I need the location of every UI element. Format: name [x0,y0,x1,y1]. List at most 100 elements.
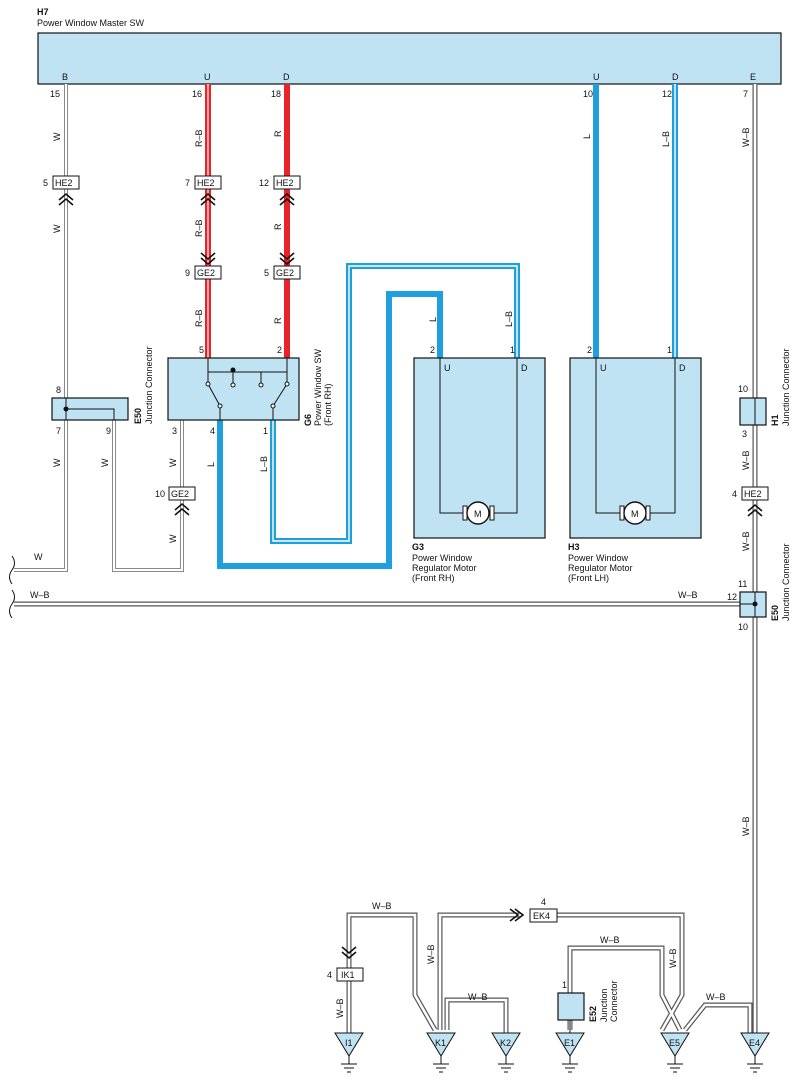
svg-text:E52: E52 [588,1006,598,1022]
svg-text:(Front RH): (Front RH) [323,383,333,426]
connector-ge2-rb: GE2 [197,268,215,278]
switch-g6: 5 2 3 4 1 G6 Power Window SW (Front RH) [167,345,333,436]
svg-text:5: 5 [43,178,48,188]
connector-ge2-r: GE2 [276,268,294,278]
svg-text:R: R [273,223,283,230]
svg-text:W: W [34,552,43,562]
svg-text:Regulator Motor: Regulator Motor [568,563,633,573]
motor-g3: M 2 1 U D G3 Power Window Regulator Moto… [412,345,546,583]
svg-text:G3: G3 [412,542,424,552]
svg-text:Junction Connector: Junction Connector [781,348,791,426]
ground-network [346,912,753,1035]
master-terminal-u1: U [204,72,211,82]
svg-text:2: 2 [277,345,282,355]
svg-text:E4: E4 [749,1038,760,1048]
svg-text:1: 1 [667,345,672,355]
connector-ge2-w: GE2 [171,489,189,499]
svg-text:W–B: W–B [741,450,751,470]
svg-text:W–B: W–B [600,935,620,945]
connector-he2-w: HE2 [55,178,73,188]
svg-text:D: D [679,363,686,373]
svg-text:2: 2 [587,345,592,355]
wire-w-e50-to-edge [14,420,68,572]
wire-break-wb [9,589,15,619]
svg-text:W: W [52,224,62,233]
svg-text:(Front LH): (Front LH) [568,573,609,583]
svg-text:Power Window SW: Power Window SW [313,348,323,426]
svg-text:10: 10 [738,384,748,394]
svg-text:4: 4 [327,970,332,980]
svg-text:W–B: W–B [30,590,50,600]
svg-text:12: 12 [259,178,269,188]
pin-15: 15 [50,89,60,99]
svg-text:H3: H3 [568,542,580,552]
svg-text:E50: E50 [133,408,143,424]
svg-text:4: 4 [210,426,215,436]
svg-text:W: W [168,458,178,467]
svg-text:L: L [582,134,592,139]
svg-text:U: U [600,363,607,373]
svg-text:E5: E5 [669,1038,680,1048]
svg-text:Regulator Motor: Regulator Motor [412,563,477,573]
junction-e52: 1 E52 Junction Connector [557,980,619,1022]
ground-e1: E1 [555,1020,585,1073]
svg-text:W–B: W–B [741,531,751,551]
connector-he2-rb: HE2 [197,178,215,188]
svg-text:L: L [428,317,438,322]
ground-k2: K2 [491,1032,521,1073]
svg-text:E50: E50 [770,605,780,621]
ground-k1: K1 [426,1032,456,1073]
svg-text:3: 3 [742,429,747,439]
svg-text:Connector: Connector [609,980,619,1022]
svg-text:W–B: W–B [372,901,392,911]
svg-text:L–B: L–B [504,311,514,327]
pin-12: 12 [662,89,672,99]
svg-text:R: R [273,317,283,324]
svg-text:W–B: W–B [741,127,751,147]
svg-text:8: 8 [56,385,61,395]
junction-e50-right: 11 12 10 E50 Junction Connector [727,543,791,632]
svg-text:K1: K1 [435,1038,446,1048]
svg-text:11: 11 [738,579,747,589]
connector-chevrons [58,192,763,960]
svg-text:Power Window: Power Window [412,553,473,563]
svg-text:9: 9 [185,268,190,278]
ground-e5: E5 [660,1032,690,1073]
svg-text:7: 7 [56,426,61,436]
svg-text:W–B: W–B [335,998,345,1018]
motor-h3: M 2 1 U D H3 Power Window Regulator Moto… [568,345,702,583]
svg-text:W–B: W–B [706,992,726,1002]
svg-text:H1: H1 [770,414,780,426]
junction-h1: 10 3 H1 Junction Connector [738,348,791,439]
ground-e4: E4 [740,1032,770,1073]
connector-ek4: EK4 [533,911,550,921]
svg-text:W: W [100,458,110,467]
svg-text:2: 2 [430,345,435,355]
wire-l-g6-g3 [217,291,443,569]
svg-text:E1: E1 [564,1038,575,1048]
master-switch-name: Power Window Master SW [37,18,145,28]
master-terminal-b: B [62,72,68,82]
connector-ik1: IK1 [341,970,355,980]
wire-break-w [9,555,15,585]
svg-text:5: 5 [199,345,204,355]
wire-labels: W W R–B R–B R–B R R R L L–B W–B L L–B W … [30,127,751,1018]
svg-text:12: 12 [727,592,737,602]
pin-16: 16 [192,89,202,99]
svg-text:I1: I1 [345,1038,353,1048]
svg-text:R: R [273,130,283,137]
svg-text:5: 5 [264,268,269,278]
svg-text:L–B: L–B [259,456,269,472]
svg-text:9: 9 [106,426,111,436]
svg-text:1: 1 [263,426,268,436]
svg-text:7: 7 [185,178,190,188]
svg-text:L–B: L–B [661,131,671,147]
svg-text:W: W [52,458,62,467]
svg-text:W–B: W–B [668,948,678,968]
svg-text:W–B: W–B [678,590,698,600]
svg-text:Junction Connector: Junction Connector [781,543,791,621]
svg-text:10: 10 [738,622,748,632]
svg-text:G6: G6 [303,414,313,426]
inline-connectors: HE2 5 HE2 7 HE2 12 GE2 9 GE2 5 GE2 10 HE… [43,175,769,982]
